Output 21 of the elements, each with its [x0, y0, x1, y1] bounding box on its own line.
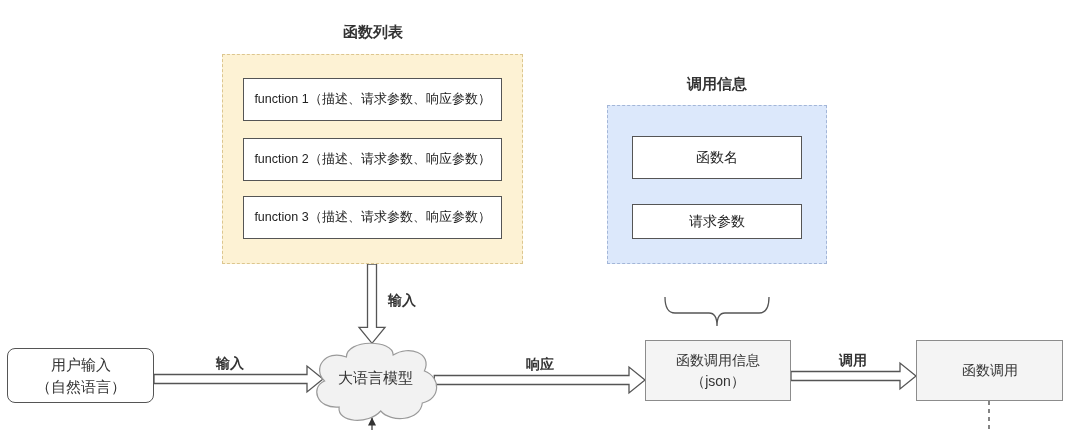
rounded-box: 用户输入（自然语言） — [7, 348, 154, 403]
process-box: 函数调用信息（json） — [645, 340, 791, 401]
process-box: 函数调用 — [916, 340, 1063, 401]
item-box: function 1（描述、请求参数、响应参数） — [243, 78, 502, 121]
edge-label: 输入 — [388, 291, 416, 309]
arrow — [153, 364, 325, 394]
item-box: function 3（描述、请求参数、响应参数） — [243, 196, 502, 239]
edge-label: 调用 — [839, 351, 867, 369]
item-box: function 2（描述、请求参数、响应参数） — [243, 138, 502, 181]
group-title: 函数列表 — [342, 22, 403, 42]
arrow — [433, 365, 647, 395]
arrow — [357, 263, 387, 345]
node-label: 大语言模型 — [337, 368, 413, 388]
edge-label: 响应 — [526, 355, 554, 373]
arrow — [790, 361, 918, 391]
item-box: 函数名 — [632, 136, 802, 179]
item-box: 请求参数 — [632, 204, 802, 239]
edge-label: 输入 — [216, 354, 244, 372]
arrow — [368, 416, 376, 430]
group-title: 调用信息 — [687, 74, 747, 94]
connector-line — [988, 400, 990, 430]
